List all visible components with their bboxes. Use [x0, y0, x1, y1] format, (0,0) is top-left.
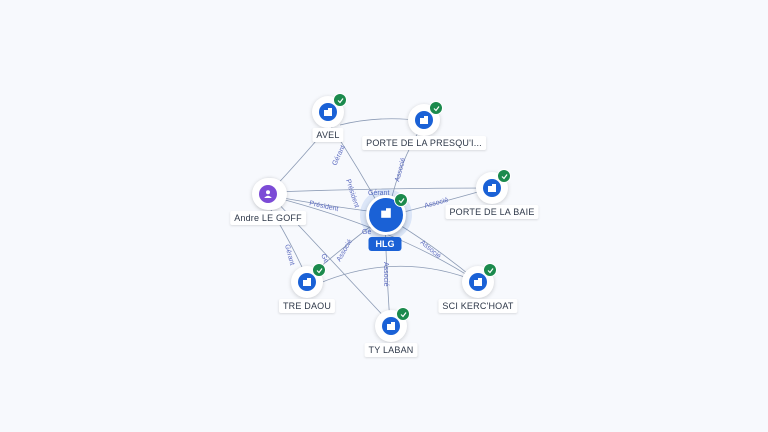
edge-andre-baie: [271, 187, 493, 193]
node-label-porte-baie[interactable]: PORTE DE LA BAIE: [445, 205, 539, 219]
node-hlg-hub[interactable]: [366, 193, 408, 235]
verified-check-icon: [312, 263, 326, 277]
node-porte-presqu[interactable]: [408, 101, 443, 136]
node-label-ty-laban[interactable]: TY LABAN: [364, 343, 418, 357]
building-icon: [382, 317, 400, 335]
node-porte-baie[interactable]: [476, 169, 511, 204]
verified-check-icon: [394, 193, 408, 207]
edge-label: Gérant: [283, 244, 295, 267]
building-icon: [483, 179, 501, 197]
verified-check-icon: [396, 307, 410, 321]
verified-check-icon: [429, 101, 443, 115]
node-ty-laban[interactable]: [375, 307, 410, 342]
node-avel[interactable]: [312, 93, 347, 128]
building-icon: [469, 273, 487, 291]
edge-label: Associé: [382, 262, 389, 287]
edge-label: Ge: [319, 253, 329, 265]
hub-label-hlg[interactable]: HLG: [368, 237, 402, 251]
node-tre-daou[interactable]: [291, 263, 326, 298]
node-andre-le-goff[interactable]: [252, 178, 284, 210]
person-icon: [259, 185, 277, 203]
node-label-tre-daou[interactable]: TRE DAOU: [278, 299, 336, 313]
node-label-avel[interactable]: AVEL: [312, 128, 344, 142]
node-label-porte-presqu[interactable]: PORTE DE LA PRESQU'I...: [362, 136, 486, 150]
edge-label: Associé: [394, 157, 407, 183]
building-icon: [415, 111, 433, 129]
verified-check-icon: [483, 263, 497, 277]
edge-label: Associé: [336, 238, 354, 263]
edge-label: Président: [344, 178, 360, 208]
node-label-andre[interactable]: Andre LE GOFF: [230, 211, 306, 225]
node-label-sci-kerc[interactable]: SCI KERC'HOAT: [438, 299, 518, 313]
building-icon: [380, 206, 392, 224]
verified-check-icon: [497, 169, 511, 183]
node-sci-kerc[interactable]: [462, 263, 497, 298]
edge-tre-kerc: [319, 265, 479, 284]
edge-label: Gérant: [368, 190, 389, 197]
building-icon: [319, 103, 337, 121]
edge-label: Gérant: [331, 144, 346, 166]
building-icon: [298, 273, 316, 291]
verified-check-icon: [333, 93, 347, 107]
edge-label: Gé: [362, 229, 371, 236]
